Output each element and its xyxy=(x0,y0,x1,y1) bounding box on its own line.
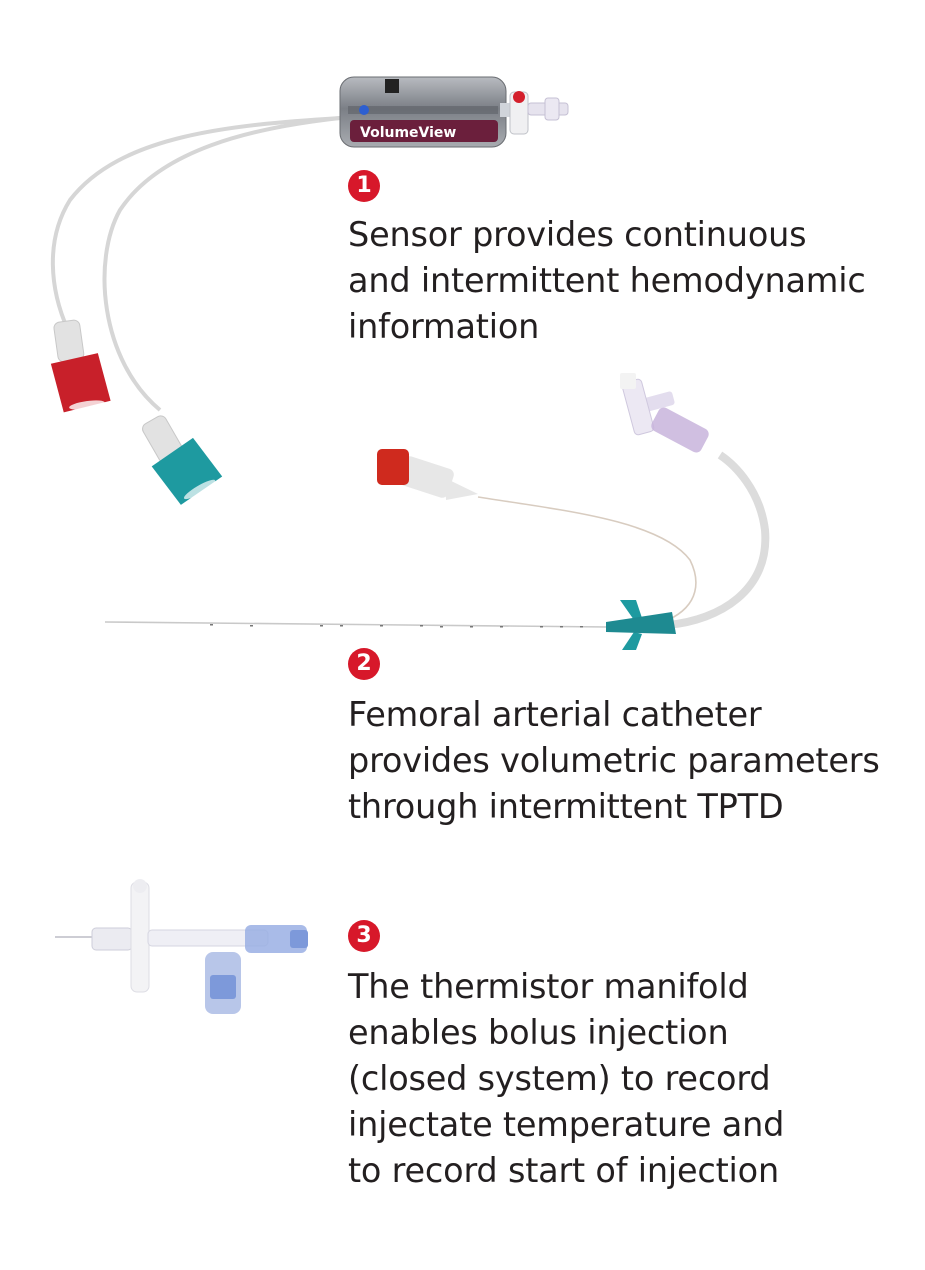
catheter-shaft xyxy=(104,621,609,628)
number-badge-3: 3 xyxy=(348,920,380,952)
thermistor-manifold xyxy=(55,879,308,1014)
callout-catheter: 2 Femoral arterial catheter provides vol… xyxy=(348,648,880,830)
catheter-description: Femoral arterial catheter provides volum… xyxy=(348,695,880,826)
sensor-description: Sensor provides continuous and intermitt… xyxy=(348,215,866,346)
number-badge-2: 2 xyxy=(348,648,380,680)
catheter-red-cap xyxy=(377,449,409,485)
catheter-hub-wing xyxy=(620,600,642,620)
catheter-purple-connector xyxy=(651,407,709,453)
catheter-hub xyxy=(606,612,676,634)
catheter-assembly xyxy=(104,373,770,650)
callout-manifold: 3 The thermistor manifold enables bolus … xyxy=(348,920,784,1194)
manifold-description: The thermistor manifold enables bolus in… xyxy=(348,967,785,1190)
sensor-cable-teal xyxy=(102,116,341,412)
sensor-blue-light xyxy=(359,105,369,115)
sensor-assembly: VolumeView xyxy=(50,76,569,412)
number-badge-1: 1 xyxy=(348,170,380,202)
teal-connector xyxy=(142,415,223,505)
svg-text:VolumeView: VolumeView xyxy=(360,125,456,141)
main-lumen xyxy=(667,451,770,629)
red-connector xyxy=(50,319,111,413)
sensor-cable-red xyxy=(50,116,341,331)
thin-lumen xyxy=(477,496,697,621)
callout-sensor: 1 Sensor provides continuous and intermi… xyxy=(348,170,866,350)
sensor-label-band xyxy=(350,120,498,142)
